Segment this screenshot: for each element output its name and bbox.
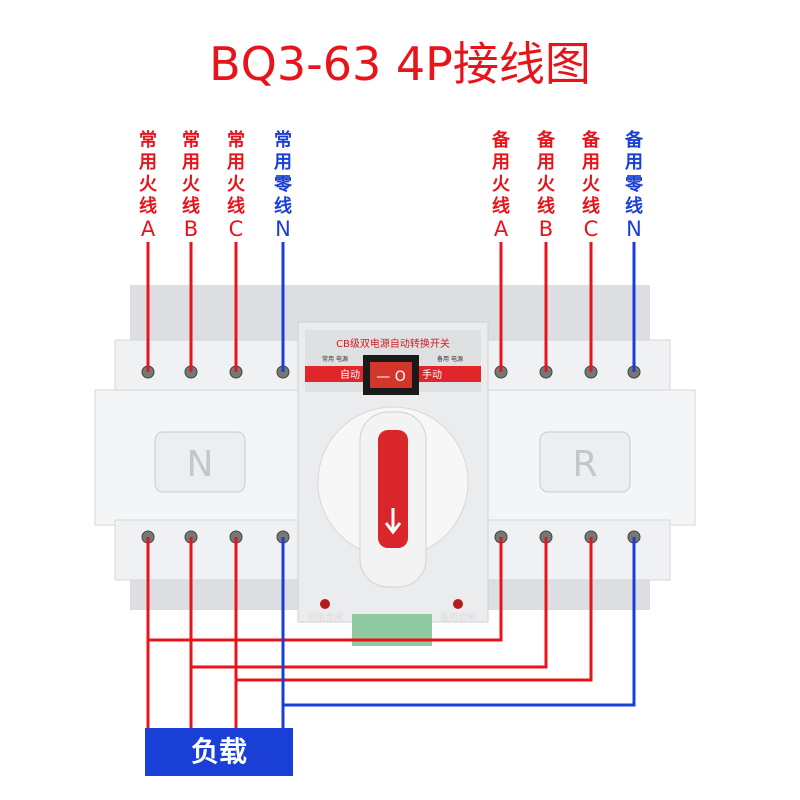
terminal-letter: N (626, 217, 642, 241)
terminal-label-text: 常用火线 (139, 130, 157, 217)
wire (283, 537, 636, 707)
arrow-down-icon (384, 508, 402, 535)
wire (148, 537, 503, 642)
closed-right-label: 备用合闸 (440, 611, 476, 623)
terminal-letter: N (275, 217, 291, 241)
r-badge (539, 431, 631, 493)
terminal-label-text: 备用火线 (537, 130, 555, 217)
indicator-led (320, 599, 330, 609)
load-box: 负载 (145, 728, 293, 776)
mode-auto-label: 自动 (340, 368, 360, 381)
indicator-led (453, 599, 463, 609)
terminal-letter: B (538, 217, 554, 241)
terminal-label-text: 备用火线 (582, 130, 600, 217)
terminal-label-text: 常用火线 (182, 130, 200, 217)
indicator-left-label: 常用 电源 (322, 355, 348, 363)
n-badge-text: N (187, 444, 214, 485)
terminal-label-text: 常用零线 (274, 130, 292, 217)
mode-manual-label: 手动 (422, 368, 442, 381)
closed-left-label: 常用合闸 (307, 611, 343, 623)
panel-title: CB级双电源自动转换开关 (336, 337, 450, 350)
terminal-label-text: 备用火线 (492, 130, 510, 217)
terminal-letter: B (183, 217, 199, 241)
terminal-letter: A (493, 217, 509, 241)
terminal-letter: A (140, 217, 156, 241)
rocker-symbols: — O (376, 369, 405, 385)
terminal-letter: C (228, 217, 244, 241)
n-badge (154, 431, 246, 493)
wire (191, 537, 548, 669)
diagram-title: BQ3-63 4P接线图 (209, 37, 591, 91)
r-badge-text: R (572, 444, 597, 485)
indicator-right-label: 备用 电源 (437, 355, 463, 363)
wire (236, 537, 593, 682)
terminal-label-text: 备用零线 (625, 130, 643, 217)
terminal-letter: C (583, 217, 599, 241)
terminal-label-text: 常用火线 (227, 130, 245, 217)
